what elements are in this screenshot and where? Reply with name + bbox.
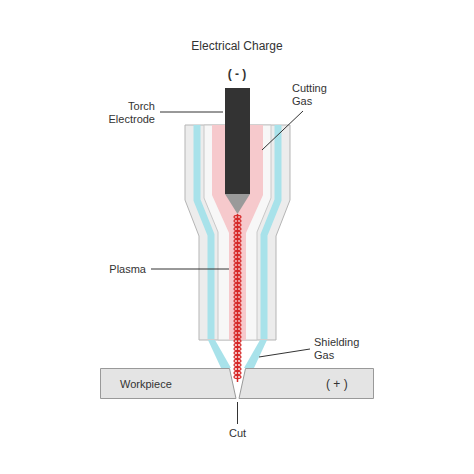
plasma-coil (234, 271, 241, 274)
part-label: Shielding Gas (314, 336, 378, 362)
plasma-coil (234, 343, 241, 346)
heading-label: Electrical Charge (157, 40, 317, 53)
electrode-tip (225, 194, 250, 214)
plasma-coil (234, 263, 241, 266)
plasma-coil (234, 371, 241, 374)
part-label: Cut (212, 427, 263, 440)
polarity-label: ( - ) (207, 68, 267, 81)
plasma-coil (234, 275, 241, 278)
leader-line (259, 349, 310, 357)
plasma-coil (234, 303, 241, 306)
plasma-coil (234, 355, 241, 358)
plasma-coil (234, 307, 241, 310)
plasma-coil (234, 243, 241, 246)
leader-line (151, 269, 229, 270)
plasma-coil (234, 339, 241, 342)
leader-line (262, 111, 303, 150)
plasma-coil (234, 319, 241, 322)
plasma-coil (234, 227, 241, 230)
plasma-coil (234, 251, 241, 254)
plasma-coil (234, 295, 241, 298)
plasma-coil (234, 315, 241, 318)
torch-electrode (225, 88, 250, 194)
plasma-coil (234, 223, 241, 226)
workpiece-half (101, 369, 237, 399)
plasma-coil (234, 255, 241, 258)
leader-line (237, 402, 238, 424)
plasma-coil (234, 215, 241, 218)
plasma-coil (234, 267, 241, 270)
part-label: Torch Electrode (95, 100, 155, 126)
part-label: Plasma (90, 263, 146, 276)
plasma-coil (234, 375, 241, 378)
plasma-coil (234, 231, 241, 234)
plasma-coil (234, 363, 241, 366)
workpiece-half (239, 369, 374, 399)
plasma-coil (234, 347, 241, 350)
plasma-arc (234, 214, 241, 382)
plasma-coil (234, 219, 241, 222)
polarity-label: ( + ) (326, 377, 348, 391)
plasma-coil (234, 291, 241, 294)
plasma-coil (234, 367, 241, 370)
plasma-coil (234, 335, 241, 338)
plasma-coil (234, 299, 241, 302)
workpiece-plate: Workpiece ( + ) (100, 368, 374, 399)
leader-line (160, 112, 223, 113)
plasma-coil (234, 331, 241, 334)
plasma-coil (234, 239, 241, 242)
plasma-coil (234, 235, 241, 238)
node-title: Workpiece (120, 378, 172, 390)
shielding-gas-jet (244, 340, 267, 368)
plasma-coil (234, 279, 241, 282)
plasma-coil (234, 327, 241, 330)
part-label: Cutting Gas (292, 82, 348, 108)
plasma-coil (234, 259, 241, 262)
shielding-gas-jet (208, 340, 231, 368)
plasma-coil (234, 311, 241, 314)
plasma-coil (234, 283, 241, 286)
plasma-coil (234, 323, 241, 326)
plasma-coil (234, 287, 241, 290)
plasma-coil (234, 247, 241, 250)
plasma-coil (234, 359, 241, 362)
plasma-coil (234, 351, 241, 354)
